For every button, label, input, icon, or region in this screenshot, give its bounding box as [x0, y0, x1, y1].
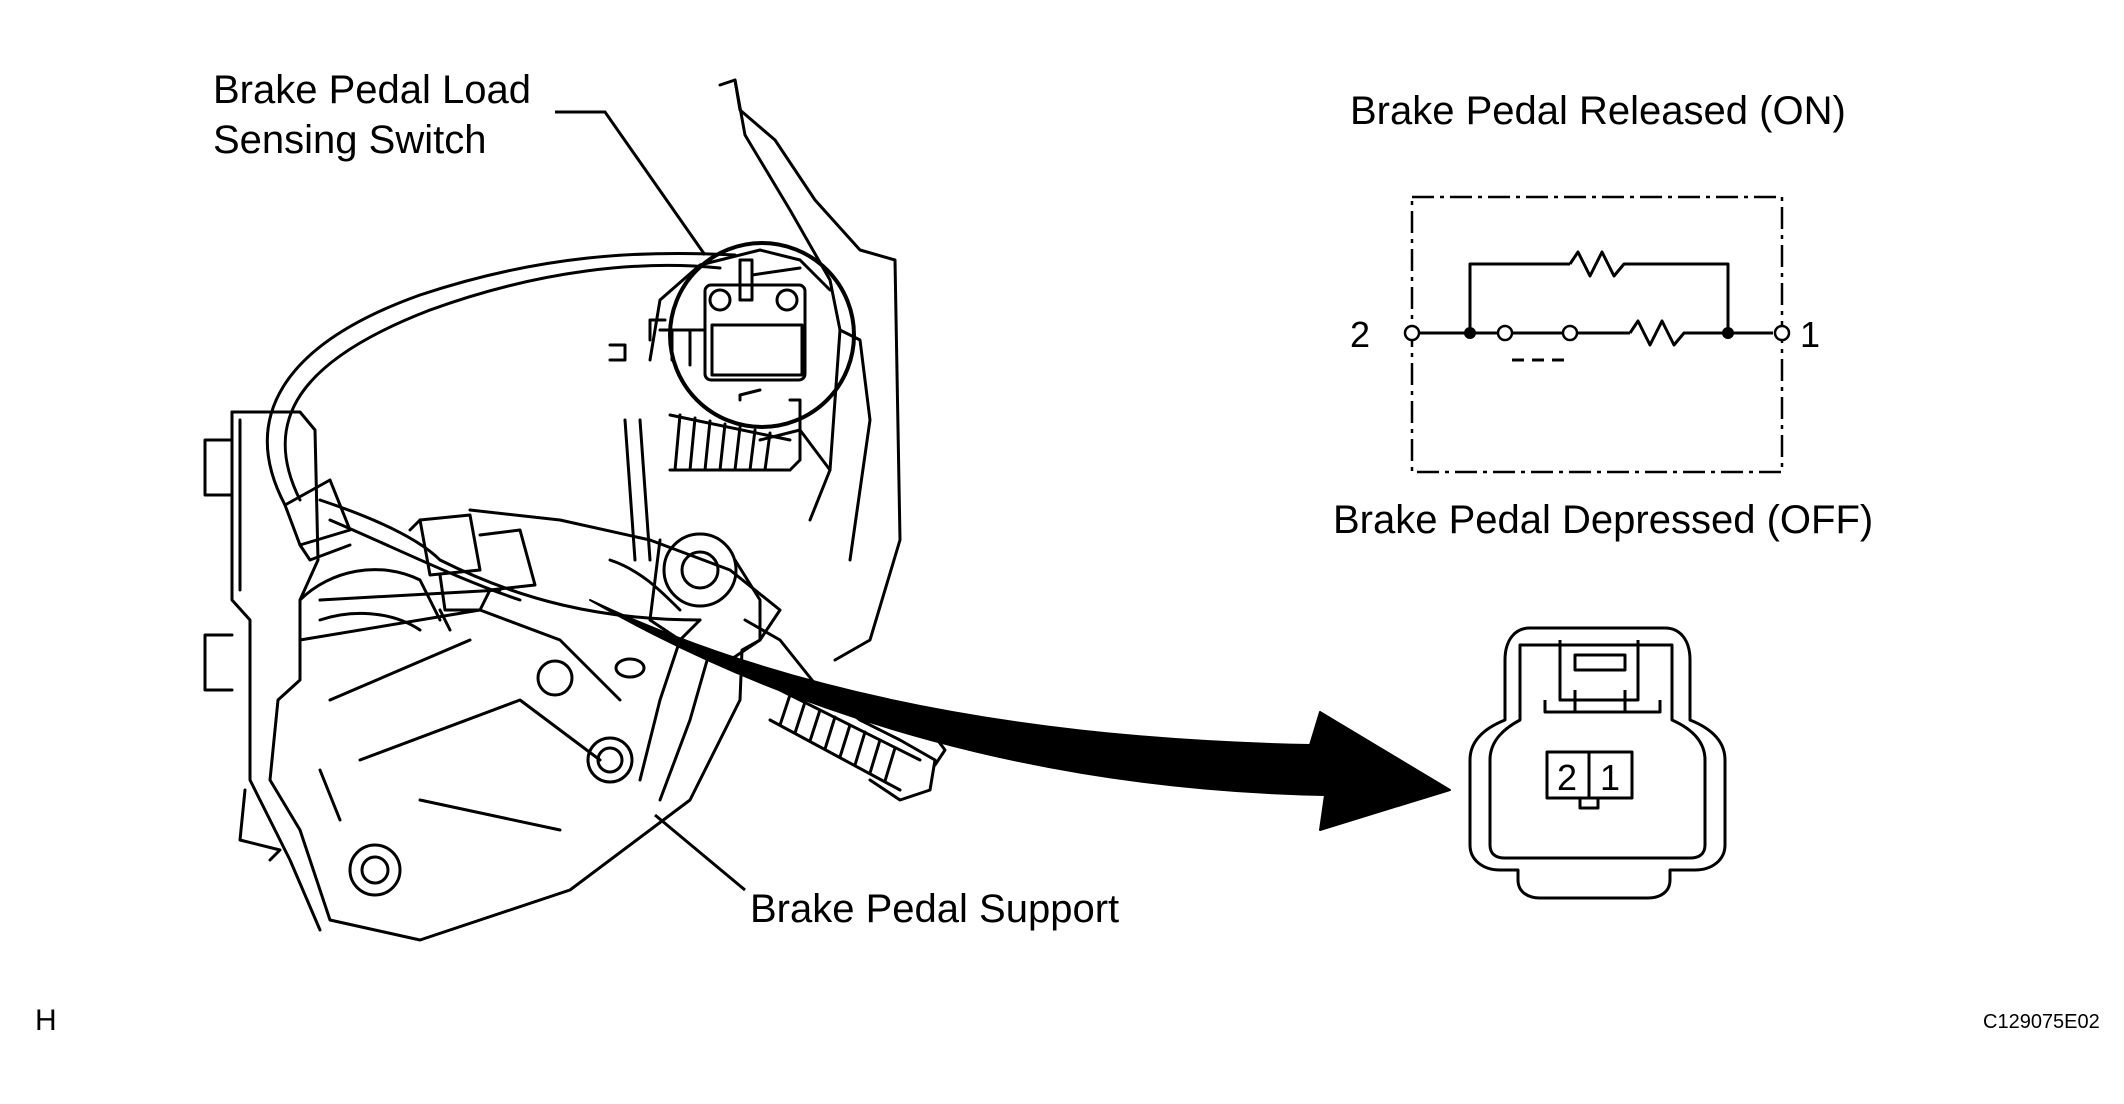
- switch-label-line1: Brake Pedal Load: [213, 68, 531, 112]
- return-spring-lower: [743, 618, 947, 802]
- junction-right: [1722, 327, 1734, 339]
- figure-code: C129075E02: [1983, 1011, 2100, 1033]
- return-spring-upper: [668, 388, 802, 472]
- pedal-lever-lower: [298, 558, 682, 632]
- released-label: Brake Pedal Released (ON): [1350, 89, 1846, 133]
- pedal-assembly-drawing: [203, 78, 1451, 942]
- switch-contact-left: [1496, 324, 1514, 342]
- switch-label-line2: Sensing Switch: [213, 118, 486, 162]
- page-marker: H: [35, 1004, 57, 1037]
- terminal-1-label: 1: [1800, 314, 1820, 355]
- switch-circuit: Brake Pedal Released (ON) 2 1 Brake Peda…: [1333, 89, 1873, 542]
- support-leader-line: [654, 813, 746, 892]
- connector-latch: [1558, 640, 1640, 702]
- depressed-label: Brake Pedal Depressed (OFF): [1333, 498, 1873, 542]
- load-sensing-switch: [608, 241, 856, 429]
- terminal-2-label: 2: [1350, 314, 1370, 355]
- terminal-1-node: [1773, 324, 1791, 342]
- parallel-branch: [1468, 262, 1570, 333]
- leader-lines: [555, 110, 746, 892]
- switch-leader-line: [555, 110, 707, 256]
- connector-callout-arrow: [589, 599, 1451, 831]
- brake-pedal-arm: [623, 78, 902, 802]
- connector-pin-2: 2: [1557, 757, 1577, 798]
- connector-pin-1: 1: [1600, 757, 1620, 798]
- junction-left: [1464, 327, 1476, 339]
- resistor-series: [1628, 319, 1773, 347]
- connector-housing: [1468, 626, 1727, 900]
- connector-face-view: [1468, 626, 1727, 900]
- brake-pedal-support: [203, 410, 782, 942]
- resistor-top: [1568, 250, 1730, 333]
- terminal-2-node: [1403, 324, 1421, 342]
- harness-connector: [283, 478, 537, 632]
- support-label: Brake Pedal Support: [750, 887, 1119, 931]
- switch-contact-right: [1561, 324, 1579, 342]
